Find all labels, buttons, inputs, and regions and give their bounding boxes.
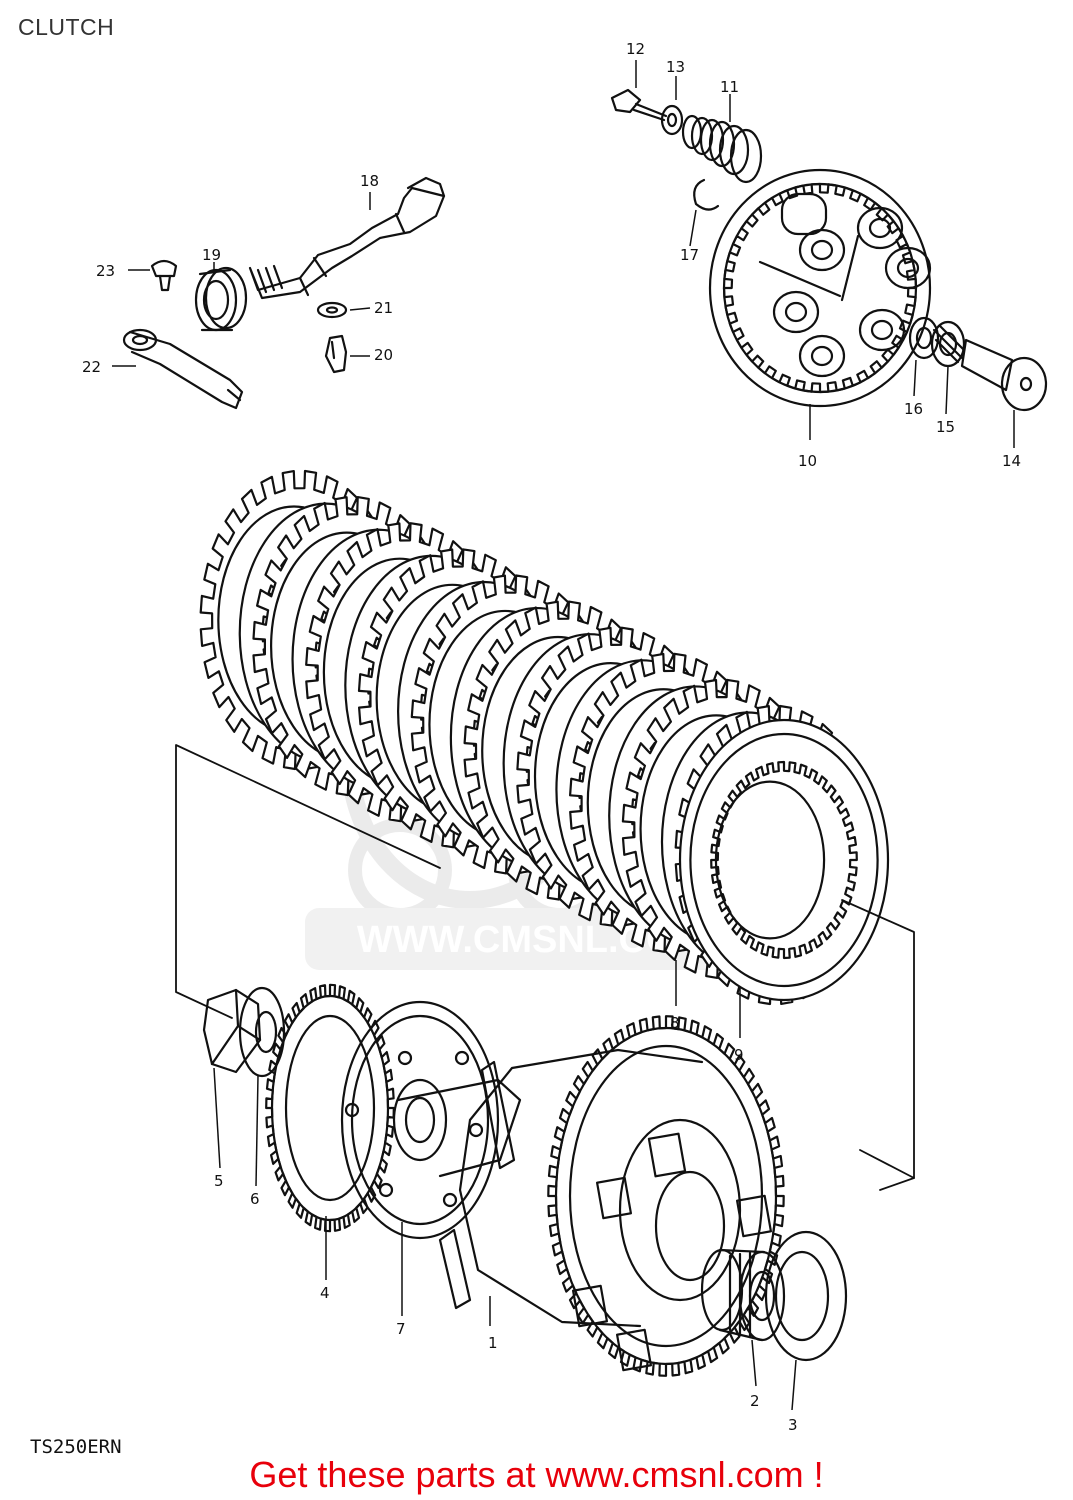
leader-lines: [112, 60, 1015, 1411]
push-piece-14: [960, 338, 1048, 412]
part-label-21[interactable]: 21: [374, 299, 393, 317]
clutch-plate-stack: [199, 469, 890, 1006]
part-label-12[interactable]: 12: [626, 40, 645, 58]
model-code: TS250ERN: [30, 1436, 122, 1458]
screw-23: [150, 259, 178, 292]
part-label-5[interactable]: 5: [214, 1172, 224, 1190]
thrust-washer-3: [764, 1230, 848, 1362]
circlip-17: [693, 178, 720, 211]
part-label-6[interactable]: 6: [250, 1190, 260, 1208]
part-label-2[interactable]: 2: [750, 1392, 760, 1410]
part-label-22[interactable]: 22: [82, 358, 101, 376]
needle-bearing-2: [700, 1248, 786, 1342]
washer-21: [316, 301, 348, 319]
bearing: [194, 266, 248, 332]
part-label-11[interactable]: 11: [720, 78, 739, 96]
part-label-16[interactable]: 16: [904, 400, 923, 418]
part-label-3[interactable]: 3: [788, 1416, 798, 1434]
part-label-23[interactable]: 23: [96, 262, 115, 280]
part-label-20[interactable]: 20: [374, 346, 393, 364]
clutch-spring: [681, 114, 763, 184]
part-label-7[interactable]: 7: [396, 1320, 406, 1338]
release-arm: [122, 328, 244, 410]
diagram-title: CLUTCH: [18, 14, 115, 40]
thrust-bearing-15: [930, 320, 966, 368]
part-label-9[interactable]: 9: [734, 1046, 744, 1064]
primary-driven-gear-1: [438, 1015, 785, 1377]
part-label-19[interactable]: 19: [202, 246, 221, 264]
part-label-15[interactable]: 15: [936, 418, 955, 436]
steel-plate-front: [678, 718, 890, 1002]
bolt-20: [324, 334, 348, 374]
part-label-18[interactable]: 18: [360, 172, 379, 190]
thrust-washer-16: [908, 316, 940, 360]
part-label-1[interactable]: 1: [488, 1334, 498, 1352]
promo-link[interactable]: Get these parts at www.cmsnl.com !: [249, 1454, 824, 1495]
pressure-plate: [708, 168, 932, 408]
primary-driven-gear-4: [265, 983, 395, 1233]
part-label-4[interactable]: 4: [320, 1284, 330, 1302]
part-label-13[interactable]: 13: [666, 58, 685, 76]
part-label-10[interactable]: 10: [798, 452, 817, 470]
nut-5: [202, 988, 262, 1074]
spring-bolt-12: [610, 88, 668, 122]
part-label-8[interactable]: 8: [670, 1014, 680, 1032]
washer-13: [660, 104, 684, 136]
part-label-17[interactable]: 17: [680, 246, 699, 264]
clutch-sleeve-hub-7: [340, 1000, 522, 1240]
part-number-labels: 1 2 3 4 5 6 7 8 9 10 11 12 13 14 15 16 1…: [82, 40, 1021, 1434]
part-label-14[interactable]: 14: [1002, 452, 1021, 470]
stack-guide-lines: [175, 744, 915, 1191]
push-rod-shaft: [248, 176, 446, 300]
